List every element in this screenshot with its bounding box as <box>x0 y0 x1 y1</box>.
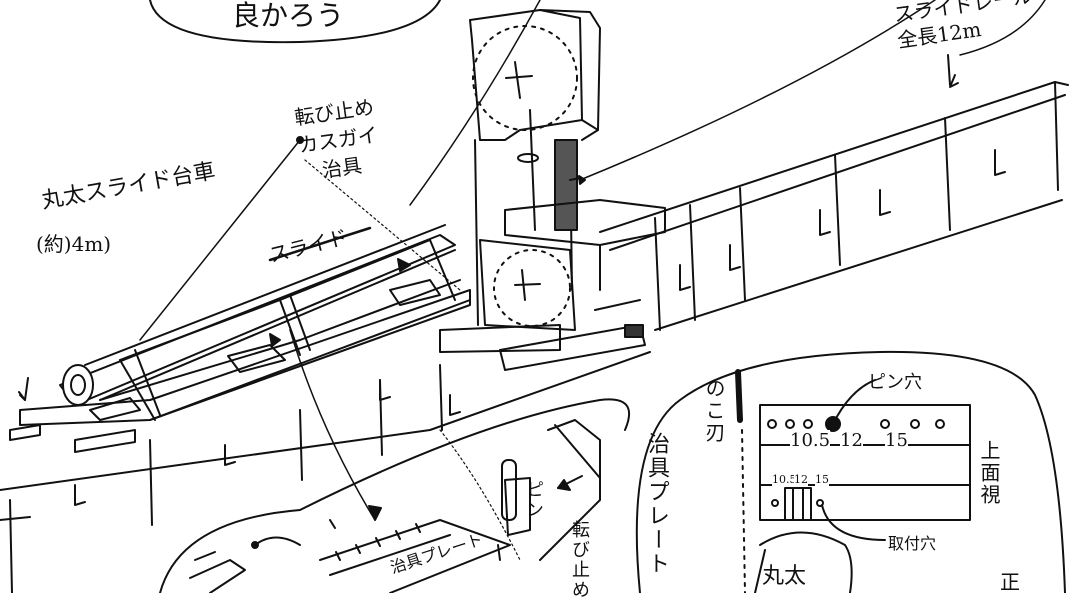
front-label: 正 <box>1000 570 1020 594</box>
top-view-label: 上面視 <box>977 440 1001 506</box>
log-slide-cart-length: (約)4m) <box>36 232 112 256</box>
stopper-small-label: 転び止め <box>569 520 590 600</box>
scale-large-1: 10.5 <box>790 430 831 451</box>
jig-plate-label: 治具プレート <box>644 432 669 576</box>
pin-hole-label: ピン穴 <box>868 372 922 393</box>
stopper-label: 転び止め カスガイ 治具 <box>292 94 380 183</box>
log-slide-cart <box>9 224 471 453</box>
scale-small-1: 10.5 <box>772 473 797 486</box>
jig-detail <box>189 419 601 593</box>
slide-rail <box>599 54 1069 331</box>
plate-detail-bubble <box>635 350 1066 593</box>
scale-small-2: 12 <box>794 473 808 486</box>
scale-large-2: 12 <box>840 430 863 451</box>
pin-label: ピン <box>523 480 544 520</box>
band-saw <box>439 9 666 371</box>
scale-small-3: 15 <box>815 473 829 486</box>
jig-detail-bubble <box>159 398 630 593</box>
mounting-hole-label: 取付穴 <box>888 534 937 553</box>
floor-rail <box>0 351 651 593</box>
blade-label: のこ刃 <box>702 378 726 444</box>
log-label: 丸太 <box>762 564 807 589</box>
scale-large-3: 15 <box>885 430 908 451</box>
top-speech-bubble <box>149 0 441 44</box>
top-bubble-label: 良かろう <box>232 0 345 32</box>
